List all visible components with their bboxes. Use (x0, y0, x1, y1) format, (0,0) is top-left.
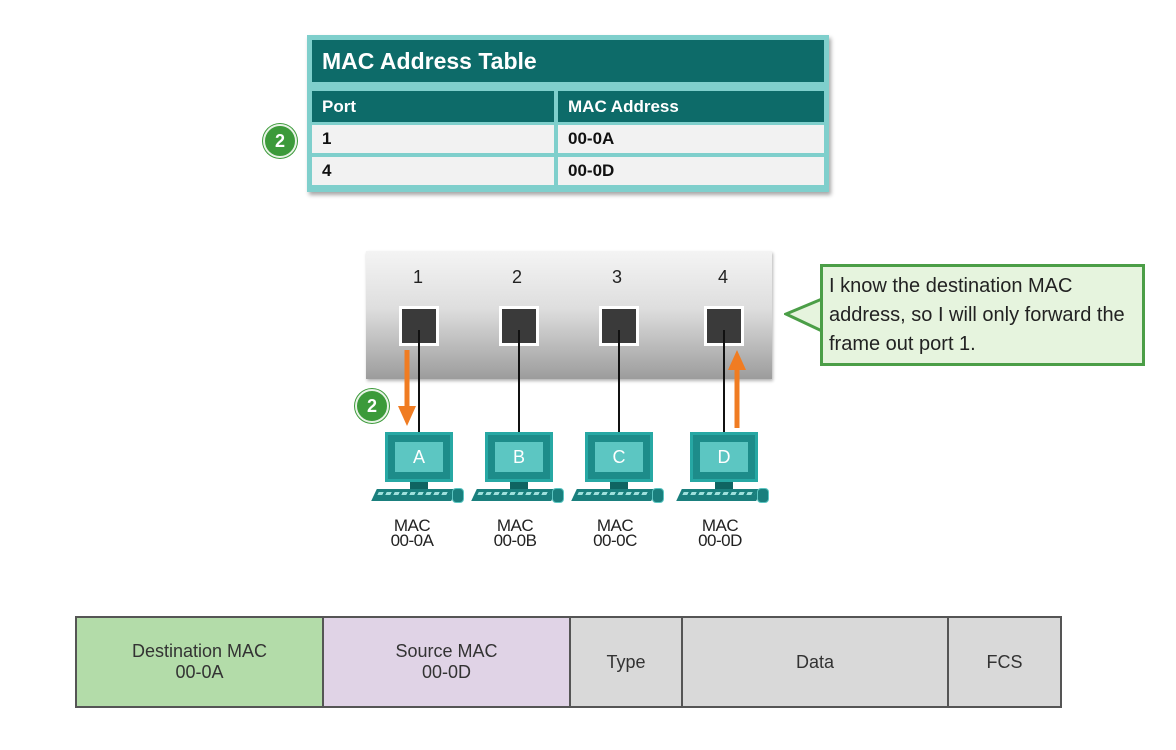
frame-source-mac: Source MAC 00-0D (322, 616, 571, 708)
pc-d: D (676, 432, 769, 512)
table-cell-port: 4 (312, 157, 554, 185)
monitor-icon: B (485, 432, 553, 482)
frame-field-name: Source MAC (395, 641, 498, 661)
monitor-icon: A (385, 432, 453, 482)
port-label-1: 1 (412, 267, 423, 287)
mac-value: 00-0C (593, 531, 637, 550)
port-label-3: 3 (611, 267, 622, 287)
mac-value: 00-0D (698, 531, 742, 550)
pc-label: C (595, 442, 643, 472)
port-label-4: 4 (717, 267, 728, 287)
port-label-2: 2 (511, 267, 522, 287)
table-cell-mac: 00-0A (558, 125, 824, 153)
switch: 1 2 3 4 (366, 251, 772, 379)
monitor-icon: D (690, 432, 758, 482)
pc-label: B (495, 442, 543, 472)
pc-a: A (371, 432, 464, 512)
pc-c-mac: MAC 00-0C (575, 516, 655, 550)
frame-destination-mac: Destination MAC 00-0A (75, 616, 324, 708)
arrow-up-from-d (728, 350, 746, 428)
mac-table-header-mac: MAC Address (558, 91, 824, 122)
pc-c: C (571, 432, 664, 512)
frame-field-name: FCS (986, 651, 1023, 672)
mac-address-table: MAC Address Table Port MAC Address 1 00-… (307, 35, 829, 192)
cable-c (618, 330, 620, 432)
mac-value: 00-0A (390, 531, 434, 550)
frame-field-name: Destination MAC (131, 641, 268, 661)
callout-pointer (784, 297, 824, 334)
switch-speech-callout: I know the destination MAC address, so I… (820, 264, 1145, 366)
mac-label: MAC (596, 516, 634, 535)
pc-label: A (395, 442, 443, 472)
mac-value: 00-0B (493, 531, 537, 550)
frame-field-value: 00-0A (175, 662, 224, 682)
pc-label: D (700, 442, 748, 472)
table-cell-mac: 00-0D (558, 157, 824, 185)
pc-b-mac: MAC 00-0B (475, 516, 555, 550)
mac-label: MAC (393, 516, 431, 535)
table-cell-port: 1 (312, 125, 554, 153)
frame-field-name: Data (795, 651, 835, 672)
mac-label: MAC (496, 516, 534, 535)
step-badge-table: 2 (263, 124, 297, 158)
pc-b: B (471, 432, 564, 512)
mac-table-title: MAC Address Table (312, 40, 824, 82)
mac-table-header-port: Port (312, 91, 554, 122)
pc-a-mac: MAC 00-0A (372, 516, 452, 550)
cable-b (518, 330, 520, 432)
step-badge-switch: 2 (355, 389, 389, 423)
frame-type: Type (569, 616, 683, 708)
frame-field-name: Type (606, 651, 646, 672)
cable-d (723, 330, 725, 432)
monitor-icon: C (585, 432, 653, 482)
cable-a (418, 330, 420, 432)
mac-label: MAC (701, 516, 739, 535)
pc-d-mac: MAC 00-0D (680, 516, 760, 550)
frame-fcs: FCS (947, 616, 1062, 708)
frame-field-value: 00-0D (421, 662, 472, 682)
frame-data: Data (681, 616, 949, 708)
arrow-down-to-a (398, 350, 416, 426)
